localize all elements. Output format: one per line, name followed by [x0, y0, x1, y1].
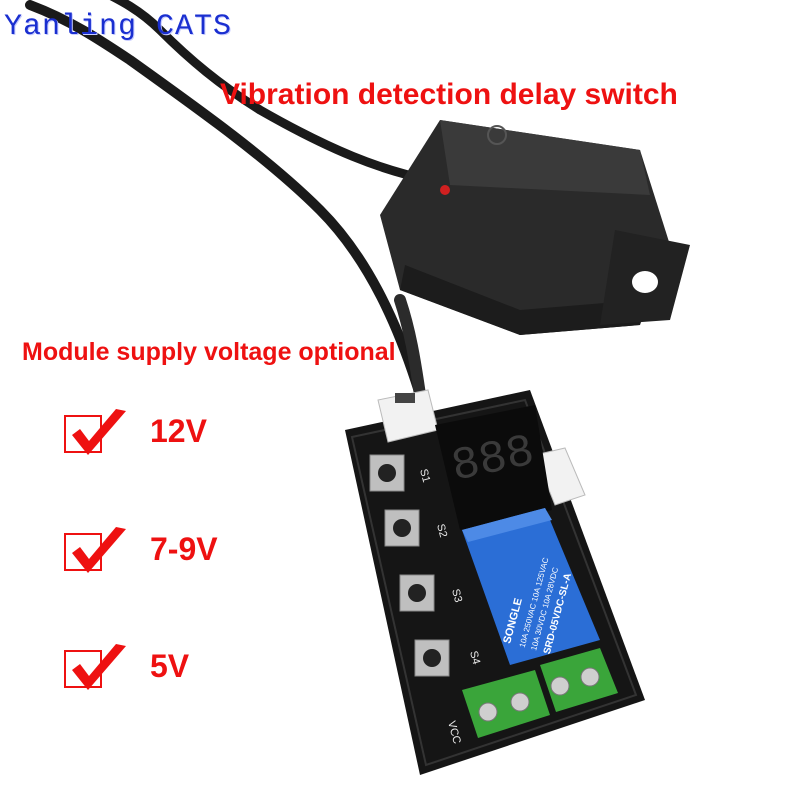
checkmark-icon — [72, 409, 126, 455]
checkmark-icon — [72, 527, 126, 573]
label-vcc: VCC — [445, 720, 463, 746]
option-label: 7-9V — [150, 531, 218, 567]
option-12v[interactable]: 12V — [64, 405, 284, 465]
checkmark-icon — [72, 644, 126, 690]
option-7-9v[interactable]: 7-9V — [64, 523, 284, 583]
label-s2: S2 — [434, 523, 449, 539]
label-s4: S4 — [467, 650, 482, 666]
vibration-sensor — [380, 120, 690, 335]
push-buttons — [369, 454, 450, 677]
relay-module-board: 888 S1 S2 S3 S4 VCC SONGLE 10A 2 — [345, 389, 645, 775]
sensor-cable — [25, 0, 435, 401]
option-5v[interactable]: 5V — [64, 640, 284, 700]
label-s3: S3 — [449, 588, 464, 604]
led-display: 888 — [435, 405, 552, 530]
relay: SONGLE 10A 250VAC 10A 125VAC 10A 30VDC 1… — [462, 508, 600, 665]
option-label: 12V — [150, 413, 207, 449]
page-title: Vibration detection delay switch — [220, 78, 678, 111]
option-label: 5V — [150, 648, 190, 684]
voltage-heading: Module supply voltage optional — [22, 338, 396, 366]
terminal-blocks — [462, 648, 618, 738]
watermark: Yanling CATS — [4, 10, 233, 44]
label-s1: S1 — [417, 468, 432, 484]
